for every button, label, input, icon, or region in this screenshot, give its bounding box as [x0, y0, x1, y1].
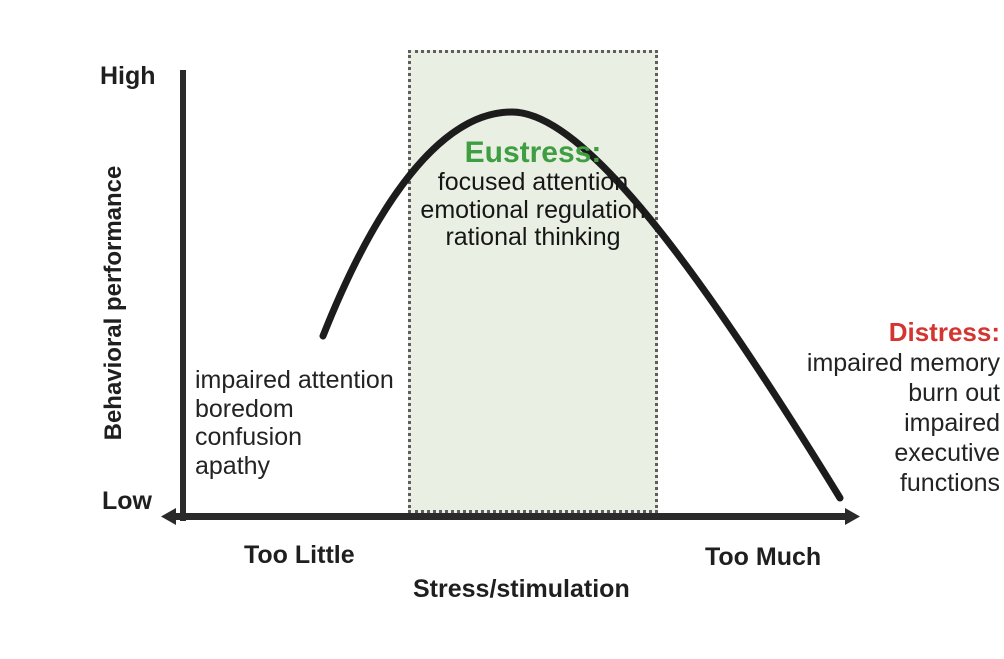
- x-axis-arrow-left-icon: [161, 508, 176, 525]
- distress-annotation: Distress: impaired memory burn out impai…: [807, 317, 1000, 498]
- x-axis-too-much-label: Too Much: [705, 543, 822, 571]
- distress-heading: Distress:: [888, 317, 1000, 347]
- y-axis-high-label: High: [100, 62, 156, 90]
- eustress-line: focused attention: [437, 168, 629, 196]
- distress-line: impaired memory: [806, 349, 1000, 377]
- eustress-line: rational thinking: [445, 223, 621, 251]
- y-axis-low-label: Low: [102, 487, 152, 515]
- eustress-zone-box: [408, 50, 658, 513]
- eustress-annotation: Eustress: focused attention emotional re…: [408, 137, 658, 252]
- understimulation-line: confusion: [195, 423, 303, 451]
- distress-line: impaired: [904, 409, 1000, 437]
- understimulation-line: boredom: [195, 394, 294, 423]
- understimulation-line: apathy: [195, 451, 271, 480]
- y-axis-title: Behavioral performance: [100, 165, 127, 441]
- distress-line: burn out: [908, 379, 1000, 407]
- eustress-heading: Eustress:: [464, 136, 602, 169]
- distress-line: executive: [894, 439, 1000, 467]
- eustress-line: emotional regulation: [420, 195, 646, 224]
- x-axis-too-little-label: Too Little: [244, 541, 355, 569]
- understimulation-line: impaired attention: [195, 366, 394, 394]
- understimulation-annotation: impaired attention boredom confusion apa…: [195, 366, 394, 480]
- distress-line: functions: [899, 469, 1000, 497]
- x-axis-title: Stress/stimulation: [413, 575, 630, 603]
- x-axis-arrow-right-icon: [845, 508, 860, 525]
